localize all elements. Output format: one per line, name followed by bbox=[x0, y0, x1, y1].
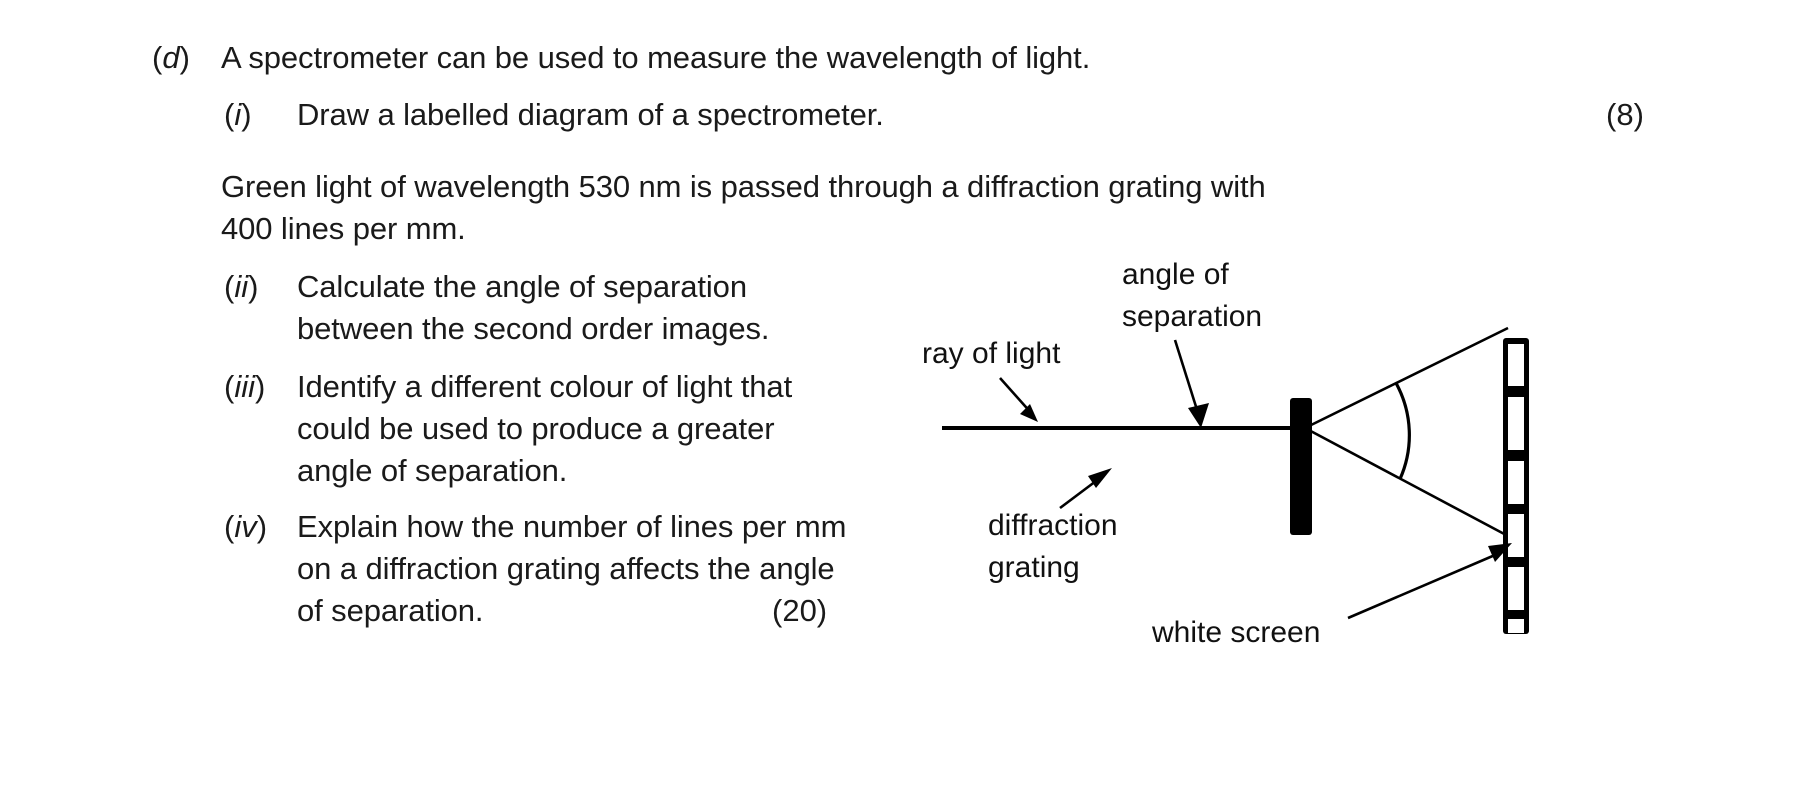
item-iv-line-1: Explain how the number of lines per mm bbox=[297, 509, 847, 544]
screen-segment bbox=[1508, 461, 1524, 504]
screen-segment bbox=[1508, 514, 1524, 557]
item-label-ii: (ii) bbox=[224, 269, 259, 304]
diffracted-ray-upper bbox=[1304, 326, 1509, 430]
diffraction-grating-arrow bbox=[1059, 468, 1112, 510]
screen-segment bbox=[1508, 397, 1524, 450]
white-screen-segments bbox=[1508, 344, 1524, 633]
white-screen-label: white screen bbox=[1151, 616, 1320, 649]
angle-of-separation-label-line2: separation bbox=[1122, 300, 1262, 333]
screen-segment bbox=[1508, 344, 1524, 386]
stem-line-2: 400 lines per mm. bbox=[221, 211, 466, 246]
item-iii-line-2: could be used to produce a greater bbox=[297, 411, 775, 446]
angle-of-separation-arrow bbox=[1173, 339, 1209, 428]
diffraction-grating-diagram: ray of light angle of separation diffrac… bbox=[900, 250, 1600, 700]
item-label-iii: (iii) bbox=[224, 369, 266, 404]
item-ii-line-2: between the second order images. bbox=[297, 311, 770, 346]
diffracted-ray-lower bbox=[1304, 426, 1509, 538]
part-label-d: (d) bbox=[152, 40, 190, 75]
item-iv-marks: (20) bbox=[772, 593, 828, 628]
angle-arc bbox=[1394, 382, 1411, 480]
item-iv-line-2: on a diffraction grating affects the ang… bbox=[297, 551, 835, 586]
stem-line-1: Green light of wavelength 530 nm is pass… bbox=[221, 169, 1266, 204]
item-iv-line-3: of separation. bbox=[297, 593, 484, 628]
item-label-i: (i) bbox=[224, 97, 252, 132]
item-iii-line-3: angle of separation. bbox=[297, 453, 568, 488]
item-label-iv: (iv) bbox=[224, 509, 268, 544]
screen-segment bbox=[1508, 619, 1524, 633]
item-i-text: Draw a labelled diagram of a spectromete… bbox=[297, 97, 884, 132]
white-screen-arrow bbox=[1347, 543, 1512, 620]
item-iii-line-1: Identify a different colour of light tha… bbox=[297, 369, 793, 404]
item-ii-line-1: Calculate the angle of separation bbox=[297, 269, 747, 304]
angle-of-separation-label-line1: angle of bbox=[1122, 258, 1229, 291]
ray-of-light-arrow bbox=[999, 377, 1038, 422]
item-i-marks: (8) bbox=[1606, 97, 1644, 132]
ray-of-light-label: ray of light bbox=[922, 337, 1061, 370]
diffraction-grating-label-line1: diffraction bbox=[988, 509, 1118, 542]
diffraction-grating-bar bbox=[1290, 398, 1312, 535]
diffraction-grating-label-line2: grating bbox=[988, 551, 1080, 584]
part-d-text: A spectrometer can be used to measure th… bbox=[221, 40, 1091, 75]
screen-segment bbox=[1508, 567, 1524, 610]
